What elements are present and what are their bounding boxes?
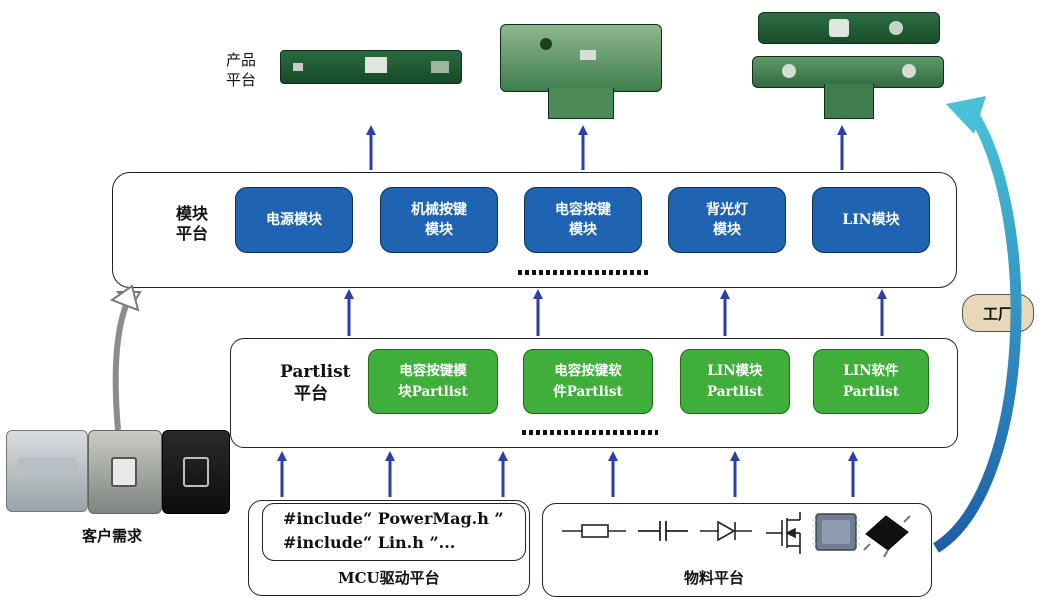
partlist-capacitive-module[interactable]: 电容按键模 块Partlist xyxy=(368,349,498,414)
code-line-2: #include“ Lin.h ”... xyxy=(283,533,456,552)
module-power[interactable]: 电源模块 xyxy=(235,187,353,253)
partlist-to-module-arrows xyxy=(344,289,887,336)
module-capacitive-key[interactable]: 电容按键 模块 xyxy=(524,187,642,253)
partlist-platform-label-2: 平台 xyxy=(294,384,328,404)
code-line-1: #include“ PowerMag.h ” xyxy=(283,509,504,528)
material-platform-label: 物料平台 xyxy=(684,569,745,587)
customer-label: 客户需求 xyxy=(82,527,143,545)
qfp-chip-icon xyxy=(812,513,860,551)
partlist-ellipsis xyxy=(522,430,658,435)
resistor-icon xyxy=(562,524,626,538)
platform-to-partlist-arrows xyxy=(277,451,858,497)
module-backlight[interactable]: 背光灯 模块 xyxy=(668,187,786,253)
module-mechanical-key[interactable]: 机械按键 模块 xyxy=(380,187,498,253)
mcu-platform-label: MCU驱动平台 xyxy=(338,569,440,587)
partlist-lin-software[interactable]: LIN软件 Partlist xyxy=(813,349,929,414)
module-lin[interactable]: LIN模块 xyxy=(812,187,930,253)
product-platform-label: 产品 平台 xyxy=(226,51,257,89)
factory-badge: 工厂 xyxy=(962,294,1034,332)
customer-image-3 xyxy=(162,430,230,514)
customer-arrow xyxy=(112,294,133,431)
product-arrows xyxy=(366,125,847,170)
customer-image-1 xyxy=(6,430,88,512)
partlist-capacitive-software[interactable]: 电容按键软 件Partlist xyxy=(523,349,653,414)
sot-transistor-icon xyxy=(863,515,911,558)
module-platform-label: 模块 平台 xyxy=(176,204,209,243)
capacitor-icon xyxy=(638,521,688,541)
product-image-3 xyxy=(758,12,940,44)
mosfet-icon xyxy=(766,512,801,554)
partlist-lin-module[interactable]: LIN模块 Partlist xyxy=(680,349,790,414)
partlist-platform-label-1: Partlist xyxy=(280,362,351,382)
product-image-4 xyxy=(752,56,944,120)
diode-icon xyxy=(700,520,752,542)
mcu-code-box: #include“ PowerMag.h ” #include“ Lin.h ”… xyxy=(262,503,526,561)
product-image-1 xyxy=(280,50,462,84)
customer-image-2 xyxy=(88,430,162,514)
factory-arrow xyxy=(932,109,1022,553)
material-platform-panel xyxy=(542,503,932,597)
module-ellipsis xyxy=(518,270,648,275)
product-image-2 xyxy=(500,24,662,120)
